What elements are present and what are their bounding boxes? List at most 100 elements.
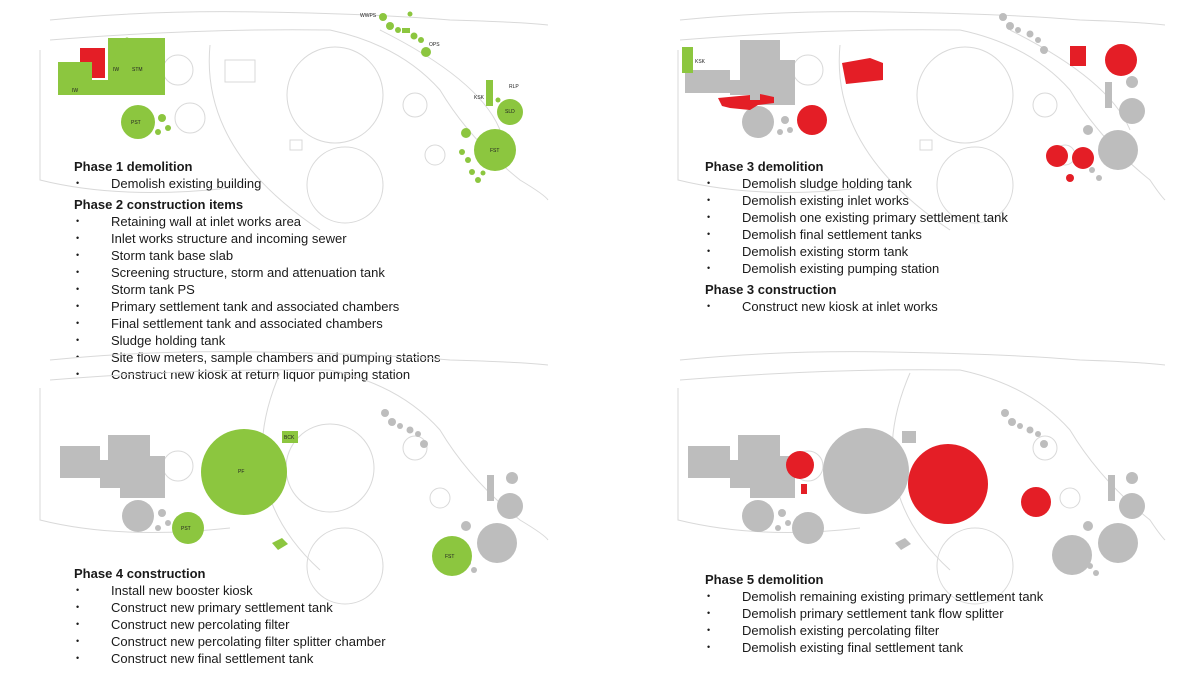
map-labels: KSK <box>695 59 706 65</box>
list-item: Demolish existing final settlement tank <box>705 639 1043 656</box>
final-settlement-tank-demolition-1 <box>1046 145 1068 167</box>
list-item: Storm tank PS <box>74 281 441 298</box>
phase-3-construction-list: Construct new kiosk at inlet works <box>705 298 1008 315</box>
inlet-works-demolition <box>718 94 774 110</box>
demolition-shapes <box>80 48 105 78</box>
pst-label: PST <box>181 526 191 532</box>
existing-building-demolition <box>80 48 105 78</box>
new-kiosk-inlet-works <box>682 47 693 73</box>
sludge-holding-tank-demolition <box>1105 44 1137 76</box>
section-heading: Phase 1 demolition <box>74 159 193 174</box>
demolition-shapes <box>786 444 1051 524</box>
new-percolating-filter <box>823 428 909 514</box>
flow-splitter-demolition <box>801 484 807 494</box>
inlet-works-existing <box>685 70 730 93</box>
construction-shapes <box>58 11 523 183</box>
section-heading: Phase 3 demolition <box>705 159 824 174</box>
kiosk <box>486 80 493 106</box>
list-item: Demolish remaining existing primary sett… <box>705 588 1043 605</box>
sludge-holding-tank <box>497 99 523 125</box>
ksk-label: KSK <box>695 59 706 65</box>
list-item: Demolish existing building <box>74 175 441 192</box>
list-item: Demolish final settlement tanks <box>705 226 1008 243</box>
site-plan-phase-4: BCK PF PST FST <box>39 351 549 605</box>
phase-4-construction-list: Install new booster kiosk Construct new … <box>74 582 386 667</box>
phase-1-demolition-list: Demolish existing building <box>74 175 441 192</box>
sld-label: SLD <box>505 109 515 115</box>
rlp-label: RLP <box>509 84 519 90</box>
construction-shapes <box>682 47 693 73</box>
pf-label: PF <box>238 469 244 475</box>
sludge-tank-existing <box>497 493 523 519</box>
list-item: Storm tank base slab <box>74 247 441 264</box>
new-final-settlement-tank <box>432 536 472 576</box>
existing-storm-tank-demolition <box>842 58 883 84</box>
wwps-label: WWPS <box>360 13 377 19</box>
list-item: Install new booster kiosk <box>74 582 386 599</box>
list-item: Demolish primary settlement tank flow sp… <box>705 605 1043 622</box>
inlet-works-existing <box>60 446 108 478</box>
existing-tank <box>742 500 774 532</box>
list-item: Screening structure, storm and attenuati… <box>74 264 441 281</box>
primary-settlement-tank-demolition <box>797 105 827 135</box>
demolition-shapes <box>718 44 1137 182</box>
construction-shapes <box>172 429 472 576</box>
list-item: Construct new percolating filter splitte… <box>74 633 386 650</box>
existing-shapes <box>688 409 1145 576</box>
iw-label: IW <box>113 67 119 73</box>
phase-4-text: Phase 4 construction Install new booster… <box>74 565 386 667</box>
final-settlement-tank-demolition-2 <box>1072 147 1094 169</box>
storm-tank <box>108 38 165 95</box>
pst-label: PST <box>131 120 141 126</box>
list-item: Demolish existing inlet works <box>705 192 1008 209</box>
list-item: Demolish existing storm tank <box>705 243 1008 260</box>
list-item: Demolish sludge holding tank <box>705 175 1008 192</box>
list-item: Demolish one existing primary settlement… <box>705 209 1008 226</box>
primary-settlement-tank-demolition <box>786 451 814 479</box>
phase-3-text: Phase 3 demolition Demolish sludge holdi… <box>705 158 1008 315</box>
primary-settlement-tank-existing <box>122 500 154 532</box>
list-item: Demolish existing pumping station <box>705 260 1008 277</box>
fst-label: FST <box>490 148 499 154</box>
final-settlement-tank-existing <box>477 523 517 563</box>
new-primary-settlement-tank <box>792 512 824 544</box>
phase-5-panel: Phase 5 demolition Demolish remaining ex… <box>600 338 1200 675</box>
new-primary-settlement-tank <box>172 512 204 544</box>
primary-settlement-tank <box>121 105 155 139</box>
sludge-tank-existing <box>1119 98 1145 124</box>
map-labels: WWPS OPS RLP KSK SLD FST PST STM IW IW <box>72 13 519 154</box>
existing-shapes <box>60 409 523 573</box>
stm-label: STM <box>132 67 143 73</box>
list-item: Demolish existing percolating filter <box>705 622 1043 639</box>
existing-shapes <box>685 13 1145 181</box>
list-item: Final settlement tank and associated cha… <box>74 315 441 332</box>
kiosk-existing <box>487 475 494 501</box>
site-plan-phase-3: KSK <box>677 11 1166 231</box>
new-booster-kiosk <box>282 431 298 443</box>
section-heading: Phase 3 construction <box>705 282 837 297</box>
final-settlement-tank-existing <box>1098 130 1138 170</box>
list-item: Construct new primary settlement tank <box>74 599 386 616</box>
site-outline <box>677 351 1166 605</box>
ksk-label: KSK <box>474 95 485 101</box>
map-labels: BCK PF PST FST <box>181 435 454 560</box>
inlet-works-existing <box>688 446 738 478</box>
final-settlement-tank <box>474 129 516 171</box>
iw-label-2: IW <box>72 88 78 94</box>
storm-tank-existing <box>730 435 795 498</box>
kiosk-existing <box>1105 82 1112 108</box>
new-filter-splitter-chamber <box>272 538 288 550</box>
section-heading: Phase 4 construction <box>74 566 206 581</box>
list-item: Sludge holding tank <box>74 332 441 349</box>
site-plan-phase-5 <box>677 351 1166 605</box>
fst-label: FST <box>445 554 454 560</box>
storm-tank-existing <box>730 40 795 105</box>
inlet-works-annex <box>67 84 87 94</box>
list-item: Retaining wall at inlet works area <box>74 213 441 230</box>
list-item: Construct new final settlement tank <box>74 650 386 667</box>
phase-3-panel: KSK Phase 3 demolition Demolish sludge h… <box>600 0 1200 337</box>
list-item: Primary settlement tank and associated c… <box>74 298 441 315</box>
phase-1-2-panel: WWPS OPS RLP KSK SLD FST PST STM IW IW P… <box>0 0 600 383</box>
section-heading: Phase 5 demolition <box>705 572 824 587</box>
list-item: Inlet works structure and incoming sewer <box>74 230 441 247</box>
